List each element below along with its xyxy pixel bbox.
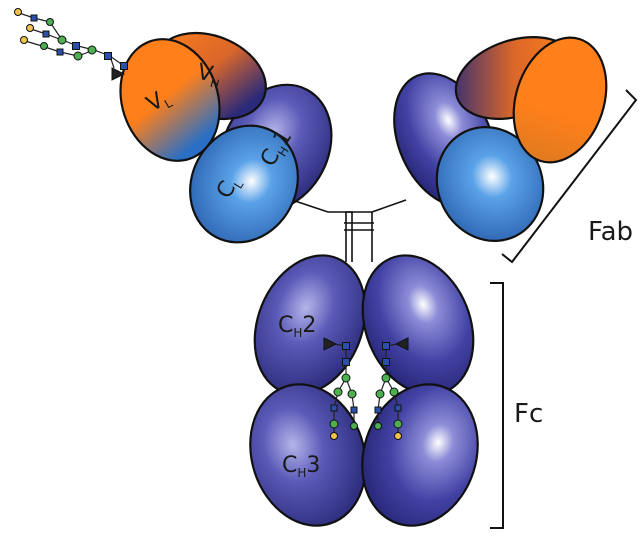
- glycan-glcnac-square: [330, 404, 338, 412]
- hinge-region: [291, 199, 407, 262]
- fab-bracket: [501, 89, 638, 264]
- glycan-glcnac-square: [30, 14, 38, 22]
- ch3-label: CH3: [282, 453, 320, 480]
- domain-cl-right: [435, 126, 545, 242]
- glycan-sugar-circle: [20, 36, 28, 44]
- glycan-link: [377, 377, 387, 426]
- glycan-glcnac-square: [342, 342, 350, 350]
- glycan-glcnac-square: [120, 62, 128, 70]
- glycan-sugar-circle: [329, 419, 339, 429]
- glycan-fucose-triangle: [111, 67, 126, 81]
- glycan-sugar-circle: [333, 387, 343, 397]
- glycan-fucose-triangle: [323, 337, 338, 351]
- vh-label: VH: [194, 60, 224, 92]
- glycan-sugar-circle: [57, 35, 67, 45]
- glycan-sugar-circle: [394, 432, 402, 440]
- fab-glycan: [14, 8, 128, 81]
- glycan-sugar-circle: [350, 422, 358, 430]
- hinge-right-line: [345, 199, 407, 262]
- glycan-sugar-circle: [381, 373, 391, 383]
- domain-vl-left: [119, 38, 221, 162]
- fab-left-arm: [119, 31, 333, 244]
- domain-ch3-left: [249, 383, 367, 527]
- glycan-sugar-circle: [347, 389, 357, 399]
- glycan-sugar-circle: [375, 389, 385, 399]
- ch2-label: CH2: [278, 313, 316, 340]
- glycan-link: [15, 11, 63, 41]
- glycan-sugar-circle: [341, 373, 351, 383]
- glycan-sugar-circle: [73, 51, 83, 61]
- fc-bracket: [490, 282, 504, 529]
- glycan-glcnac-square: [104, 52, 112, 60]
- glycan-sugar-circle: [46, 18, 54, 26]
- fab-label: Fab: [588, 217, 633, 247]
- glycan-glcnac-square: [394, 404, 402, 412]
- glycan-sugar-circle: [40, 42, 48, 50]
- glycan-glcnac-square: [72, 42, 80, 50]
- domain-cl-left: [189, 124, 299, 244]
- fc-region: [249, 254, 479, 527]
- glycan-sugar-circle: [14, 8, 22, 16]
- glycan-sugar-circle: [87, 45, 97, 55]
- glycan-sugar-circle: [26, 24, 34, 32]
- glycan-fucose-triangle: [394, 337, 409, 351]
- glycan-glcnac-square: [382, 358, 390, 366]
- glycan-glcnac-square: [374, 406, 382, 414]
- domain-ch3-right: [361, 383, 479, 527]
- glycan-glcnac-square: [350, 406, 358, 414]
- glycan-link: [345, 377, 355, 426]
- glycan-sugar-circle: [330, 432, 338, 440]
- fab-right-arm: [393, 35, 608, 242]
- domain-vl-right: [512, 36, 608, 164]
- glycan-sugar-circle: [374, 422, 382, 430]
- glycan-sugar-circle: [389, 387, 399, 397]
- glycan-sugar-circle: [393, 419, 403, 429]
- glycan-glcnac-square: [342, 358, 350, 366]
- fc-label: Fc: [514, 399, 543, 429]
- glycan-glcnac-square: [56, 48, 64, 56]
- fc-glycans: [323, 337, 409, 440]
- glycan-glcnac-square: [382, 342, 390, 350]
- hinge-left-line: [291, 199, 353, 262]
- glycan-glcnac-square: [42, 30, 50, 38]
